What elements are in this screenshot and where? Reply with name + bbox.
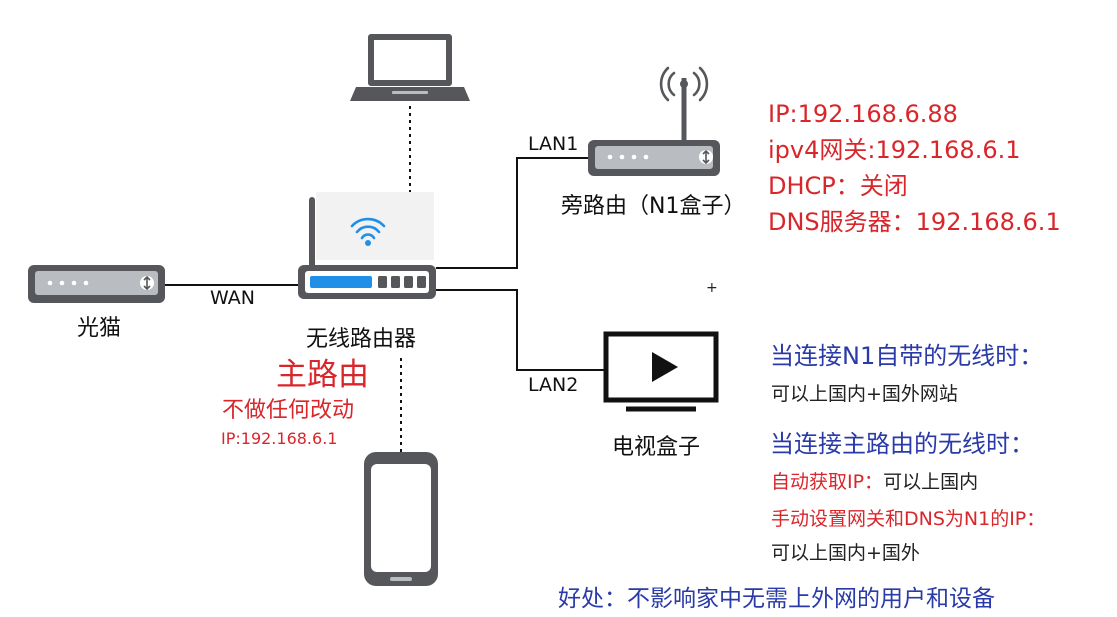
wifi-router-icon <box>298 192 436 299</box>
main-router-ip: IP:192.168.6.1 <box>221 429 338 448</box>
side-router-icon <box>588 66 720 176</box>
crosshair-cursor: + <box>706 280 718 296</box>
main-router-label: 无线路由器 <box>306 327 417 352</box>
side-router-ip: IP:192.168.6.88 <box>768 100 958 128</box>
auto-ip-line: 自动获取IP：可以上国内 <box>771 473 978 492</box>
side-router-label: 旁路由（N1盒子） <box>561 194 746 219</box>
laptop-icon <box>350 34 470 101</box>
modem-label: 光猫 <box>77 316 122 341</box>
side-router-dhcp: DHCP：关闭 <box>768 172 908 200</box>
wan-port-label: WAN <box>210 287 255 309</box>
main-wifi-heading: 当连接主路由的无线时： <box>770 430 1034 458</box>
modem-icon <box>28 265 165 303</box>
n1-wifi-heading: 当连接N1自带的无线时： <box>770 342 1044 370</box>
auto-ip-result: 可以上国内 <box>883 471 979 493</box>
lan2-port-label: LAN2 <box>528 374 579 396</box>
connection-lines <box>165 106 606 452</box>
main-router-subtitle: 不做任何改动 <box>222 398 355 423</box>
lan2-link-line <box>436 289 606 371</box>
auto-ip-label: 自动获取IP： <box>771 471 884 493</box>
side-router-dns: DNS服务器：192.168.6.1 <box>768 208 1061 236</box>
smartphone-icon <box>364 452 438 586</box>
tv-box-label: 电视盒子 <box>612 435 701 460</box>
lan1-port-label: LAN1 <box>528 133 579 155</box>
benefit-note: 好处：不影响家中无需上外网的用户和设备 <box>558 586 995 612</box>
tv-play-icon <box>603 331 719 412</box>
n1-wifi-result: 可以上国内+国外网站 <box>771 383 958 405</box>
main-router-title: 主路由 <box>276 357 369 393</box>
side-router-gateway: ipv4网关:192.168.6.1 <box>768 136 1021 164</box>
manual-result-line: 可以上国内+国外 <box>771 542 920 564</box>
lan1-link-line <box>436 157 588 269</box>
manual-gateway-line: 手动设置网关和DNS为N1的IP： <box>771 508 1046 530</box>
